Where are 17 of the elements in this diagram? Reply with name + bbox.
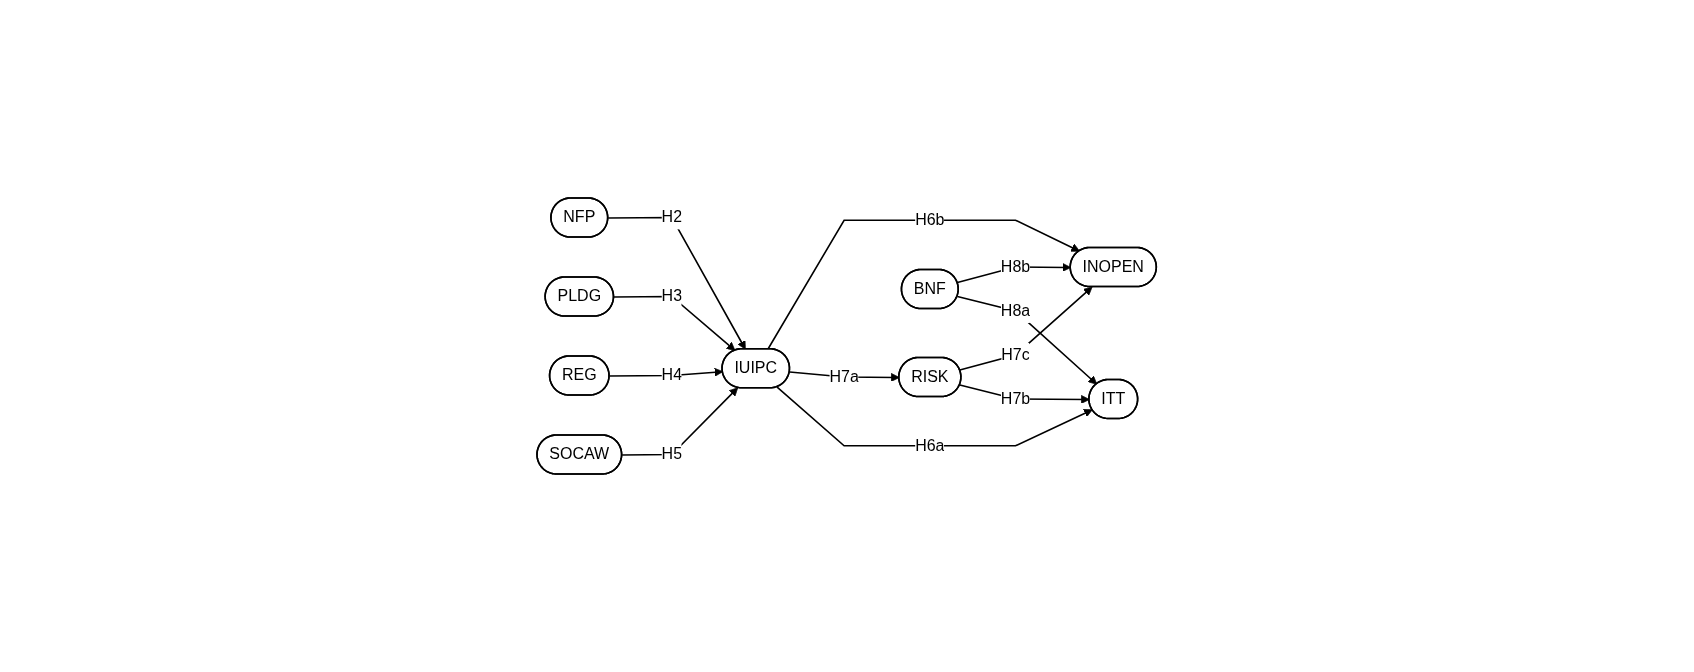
edge-label: H8b [1001,258,1031,275]
edge-label: H5 [661,445,683,463]
edge-label: H6a [915,436,945,454]
arrow [959,286,1093,371]
edge-label: H7b [1001,389,1031,407]
arrow [609,367,724,377]
edge-label: H4 [661,366,683,384]
arrow [607,216,747,350]
arrow [613,295,736,351]
edge-label: H6b [915,211,945,229]
edge-label: H8a [1001,301,1031,319]
edge-label: H3 [661,287,683,305]
edge-label: H7a [829,367,860,385]
edge-label: H2 [661,208,683,226]
arrow [621,387,739,456]
arrow [956,295,1098,385]
edge-label: H7c [1001,345,1031,363]
